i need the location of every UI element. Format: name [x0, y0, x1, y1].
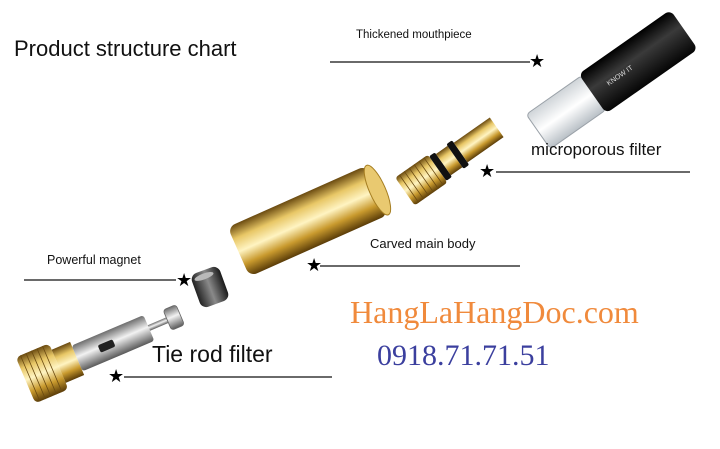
tie-rod-filter-part	[17, 305, 184, 402]
tie-rod-thread-lines	[20, 345, 63, 402]
main-body-star-icon: ★	[306, 255, 323, 276]
magnet-label: Powerful magnet	[47, 253, 141, 267]
connector-collar	[435, 145, 463, 176]
connector-o-ring-2	[447, 141, 469, 169]
main-body-label: Carved main body	[370, 236, 476, 251]
magnet-highlight	[194, 271, 214, 281]
connector-thread	[396, 155, 447, 205]
watermark-phone: 0918.71.71.51	[377, 339, 550, 372]
tie-rod-threaded-base	[17, 344, 67, 402]
tie-rod-rod	[147, 316, 171, 331]
mouthpiece-black-tip	[580, 12, 696, 112]
microporous-star-icon: ★	[479, 161, 496, 182]
tie-rod-slot	[98, 339, 115, 353]
tie-rod-knurled-nut	[163, 305, 184, 330]
mouthpiece-star-icon: ★	[529, 51, 546, 72]
watermark-site: HangLaHangDoc.com	[350, 294, 639, 330]
leader-lines	[24, 61, 690, 378]
magnet-body	[191, 266, 229, 308]
threaded-connector-part	[396, 117, 504, 205]
thickened-mouthpiece-part: KNOW IT	[527, 12, 696, 148]
chart-title: Product structure chart	[14, 36, 237, 61]
microporous-filter-label: microporous filter	[531, 140, 662, 159]
magnet-star-icon: ★	[176, 270, 193, 291]
connector-tube	[453, 117, 504, 163]
tie-rod-filter-label: Tie rod filter	[152, 341, 273, 367]
magnet-part	[191, 266, 229, 308]
connector-o-ring	[429, 153, 452, 181]
mouthpiece-label: Thickened mouthpiece	[356, 29, 472, 41]
tie-rod-star-icon: ★	[108, 366, 125, 387]
tie-rod-collar	[51, 341, 85, 383]
carved-main-body-part	[230, 164, 392, 275]
main-body-end	[363, 164, 392, 216]
main-body-tube	[230, 167, 386, 275]
connector-thread-lines	[398, 157, 444, 203]
